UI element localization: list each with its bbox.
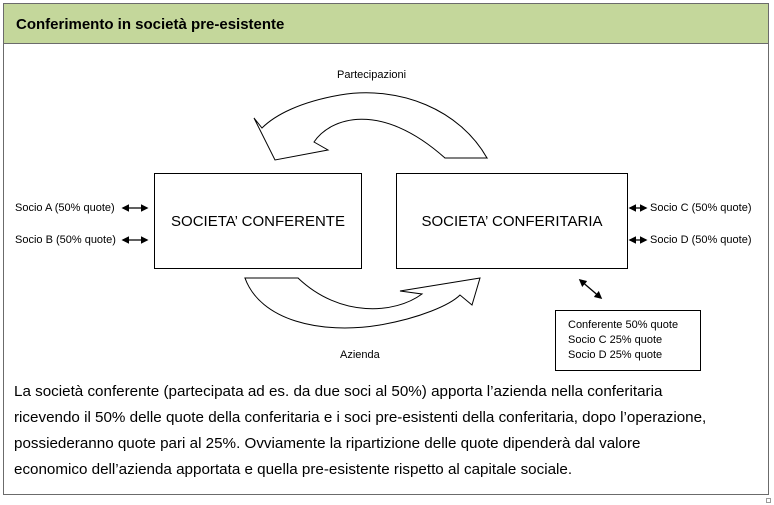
societa-conferente-box: SOCIETA’ CONFERENTE: [154, 173, 362, 269]
societa-conferente-label: SOCIETA’ CONFERENTE: [171, 212, 345, 230]
socio-b-label: Socio B (50% quote): [15, 234, 116, 246]
description-line: La società conferente (partecipata ad es…: [14, 383, 663, 400]
result-line-conferente: Conferente 50% quote: [568, 319, 679, 331]
societa-conferitaria-label: SOCIETA’ CONFERITARIA: [421, 212, 603, 230]
partecipazioni-arrow: [253, 92, 488, 161]
result-quota-box: Conferente 50% quote Socio C 25% quote S…: [555, 310, 701, 371]
socio-c-label: Socio C (50% quote): [650, 202, 752, 214]
result-arrow: [578, 278, 603, 300]
description-line: possiederanno quote pari al 25%. Ovviame…: [14, 435, 641, 452]
azienda-arrow: [244, 277, 481, 329]
page-title: Conferimento in società pre-esistente: [16, 16, 285, 33]
resize-handle: [766, 498, 771, 503]
partecipazioni-label: Partecipazioni: [337, 69, 407, 81]
azienda-label: Azienda: [340, 349, 380, 361]
societa-conferitaria-box: SOCIETA’ CONFERITARIA: [396, 173, 628, 269]
socio-a-label: Socio A (50% quote): [15, 202, 115, 214]
result-line-socio-c: Socio C 25% quote: [568, 334, 663, 346]
description-paragraph: La società conferente (partecipata ad es…: [14, 379, 774, 483]
header-bar: Conferimento in società pre-esistente: [3, 3, 769, 44]
diagram-frame: [3, 3, 769, 495]
description-line: ricevendo il 50% delle quote della confe…: [14, 409, 707, 426]
result-line-socio-d: Socio D 25% quote: [568, 349, 663, 361]
description-line: economico dell’azienda apportata e quell…: [14, 461, 573, 478]
socio-d-label: Socio D (50% quote): [650, 234, 752, 246]
